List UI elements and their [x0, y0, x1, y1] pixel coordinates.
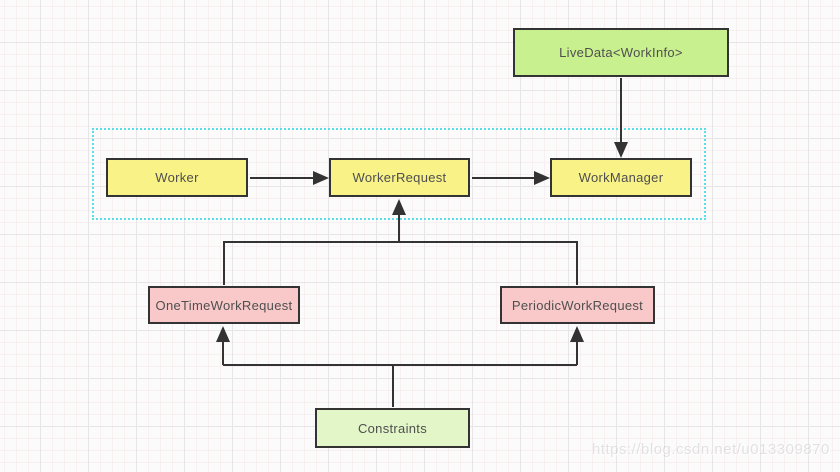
node-one-time-work-request: OneTimeWorkRequest	[148, 286, 300, 324]
node-worker-request: WorkerRequest	[329, 158, 470, 197]
node-work-manager: WorkManager	[550, 158, 692, 197]
node-periodic-work-request: PeriodicWorkRequest	[500, 286, 655, 324]
node-worker: Worker	[106, 158, 248, 197]
csdn-watermark: https://blog.csdn.net/u013309870	[592, 441, 830, 458]
node-livedata-workinfo: LiveData<WorkInfo>	[513, 28, 729, 77]
edge-requests-bus	[223, 241, 578, 285]
node-constraints: Constraints	[315, 408, 470, 448]
